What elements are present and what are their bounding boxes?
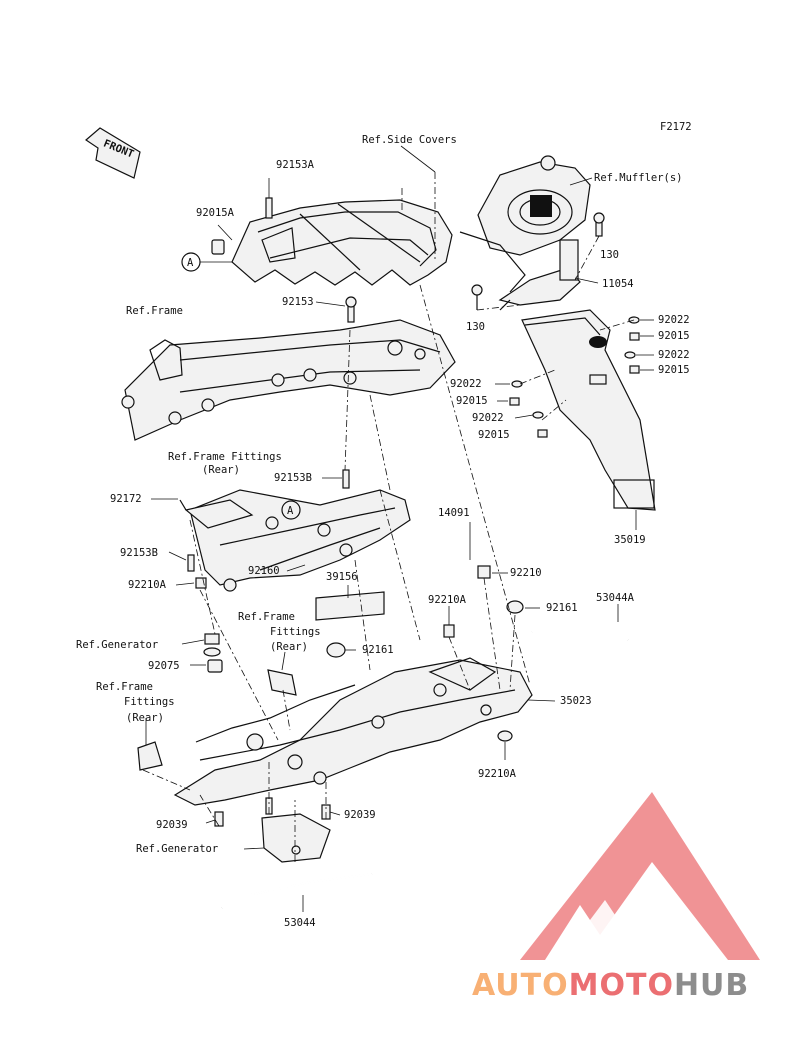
callout-a-label-2: A [287, 505, 294, 517]
label-92153B-upper: 92153B [274, 472, 312, 484]
bolt-130-right-icon [593, 212, 605, 237]
label-92153: 92153 [282, 296, 314, 308]
nut-92022-c-icon [511, 380, 523, 388]
label-ref-frame-fittings-rear-1b: (Rear) [202, 464, 240, 476]
label-92153A: 92153A [276, 159, 315, 171]
bolt-92153B-upper-icon [342, 469, 350, 489]
nut-92015-b-icon [629, 365, 640, 374]
svg-text:AUTOMOTOHUB: AUTOMOTOHUB [472, 968, 749, 1003]
bolt-92153A-icon [265, 178, 273, 219]
grommet-92015A-icon [211, 224, 233, 255]
collar-92210A-c-icon [497, 730, 513, 742]
label-92022-c: 92022 [450, 378, 482, 390]
label-92015A: 92015A [196, 207, 235, 219]
muffler-part [459, 155, 591, 293]
label-92172: 92172 [110, 493, 142, 505]
nut-92015-a-icon [629, 332, 640, 341]
nut-92022-b-icon [624, 351, 636, 359]
frame-part [121, 319, 456, 441]
label-ref-frame-fittings-rear-1a: Ref.Frame Fittings [168, 451, 282, 463]
watermark-moto: MOTO [569, 968, 674, 1003]
nut-92022-d-icon [532, 411, 544, 419]
label-92039-right: 92039 [344, 809, 376, 821]
watermark-triangle-icon [520, 792, 760, 960]
collar-92210A-b-icon [443, 624, 455, 638]
cable-53044-part [221, 873, 373, 909]
grommet-92161-a-icon [506, 600, 524, 614]
label-130-left: 130 [466, 321, 485, 333]
label-92210A-bottom: 92210A [478, 768, 517, 780]
label-ref-mufflers: Ref.Muffler(s) [594, 172, 683, 184]
label-14091: 14091 [438, 507, 470, 519]
label-ref-generator-1: Ref.Generator [76, 639, 158, 651]
bracket-frame-fittings-rear-1-icon [179, 499, 254, 529]
label-35023: 35023 [560, 695, 592, 707]
label-92022-a: 92022 [658, 314, 690, 326]
bracket-11054-part [498, 239, 581, 311]
generator-bracket-part [261, 813, 331, 863]
label-92210A-left: 92210A [128, 579, 167, 591]
label-ref-generator-2: Ref.Generator [136, 843, 218, 855]
bolt-92153-icon [345, 296, 357, 323]
automotohub-logo: AUTOMOTOHUB [472, 792, 760, 1003]
label-ref-frame-fittings-rear-2b: Fittings [270, 626, 321, 638]
label-ref-frame-fittings-rear-2c: (Rear) [270, 641, 308, 653]
label-92161-right: 92161 [546, 602, 578, 614]
label-53044: 53044 [284, 917, 316, 929]
label-53044A: 53044A [596, 592, 635, 604]
bolt-130-left-icon [471, 284, 483, 310]
label-92015-a: 92015 [658, 330, 690, 342]
bolt-92039-left-icon [214, 811, 224, 827]
label-92153B-lower: 92153B [120, 547, 158, 559]
label-92075: 92075 [148, 660, 180, 672]
watermark-hub: HUB [674, 968, 749, 1003]
callout-a-top: A [181, 252, 232, 272]
generator-nut-icon [203, 633, 221, 657]
label-92022-b: 92022 [658, 349, 690, 361]
collar-92210-icon [477, 565, 491, 579]
label-92015-c: 92015 [456, 395, 488, 407]
label-92210: 92210 [510, 567, 542, 579]
label-ref-frame-fittings-rear-2a: Ref.Frame [238, 611, 295, 623]
label-92015-d: 92015 [478, 429, 510, 441]
bracket-frame-fittings-rear-3-icon [137, 741, 163, 771]
leader-lines [145, 145, 654, 912]
label-39156-part [315, 591, 385, 621]
nut-92015-c-icon [509, 397, 520, 406]
label-92039-left: 92039 [156, 819, 188, 831]
label-92015-b: 92015 [658, 364, 690, 376]
label-35019: 35019 [614, 534, 646, 546]
bolt-92153B-lower-icon [187, 554, 195, 572]
collar-92210A-icon [195, 577, 207, 589]
label-ref-side-covers: Ref.Side Covers [362, 134, 457, 146]
bracket-frame-fittings-rear-2-icon [267, 669, 297, 696]
label-ref-frame-fittings-rear-3b: Fittings [124, 696, 175, 708]
callout-a-middle: A [281, 500, 301, 520]
label-39156: 39156 [326, 571, 358, 583]
rear-fender-35019-part [521, 309, 656, 511]
callout-a-label: A [187, 257, 194, 269]
hose-53044A-part [531, 618, 630, 641]
side-cover-part [231, 199, 453, 286]
label-92022-d: 92022 [472, 412, 504, 424]
watermark-auto: AUTO [472, 968, 569, 1003]
front-direction-icon: FRONT [85, 127, 141, 179]
assembly-lines [142, 172, 635, 862]
label-11054: 11054 [602, 278, 634, 290]
grommet-92161-b-icon [326, 642, 346, 658]
watermark-triangle-inner-icon [560, 890, 705, 960]
label-130-right: 130 [600, 249, 619, 261]
figure-code: F2172 [660, 121, 692, 133]
nut-92015-d-icon [537, 429, 548, 438]
collar-92075-icon [207, 659, 223, 673]
label-ref-frame-fittings-rear-3c: (Rear) [126, 712, 164, 724]
label-92161-center: 92161 [362, 644, 394, 656]
label-92160: 92160 [248, 565, 280, 577]
part-labels: Ref.Side Covers Ref.Muffler(s) 92153A 92… [76, 134, 690, 929]
label-ref-frame-fittings-rear-3a: Ref.Frame [96, 681, 153, 693]
undertray-35023-part [173, 657, 533, 806]
label-ref-frame: Ref.Frame [126, 305, 183, 317]
label-92210A-mid: 92210A [428, 594, 467, 606]
